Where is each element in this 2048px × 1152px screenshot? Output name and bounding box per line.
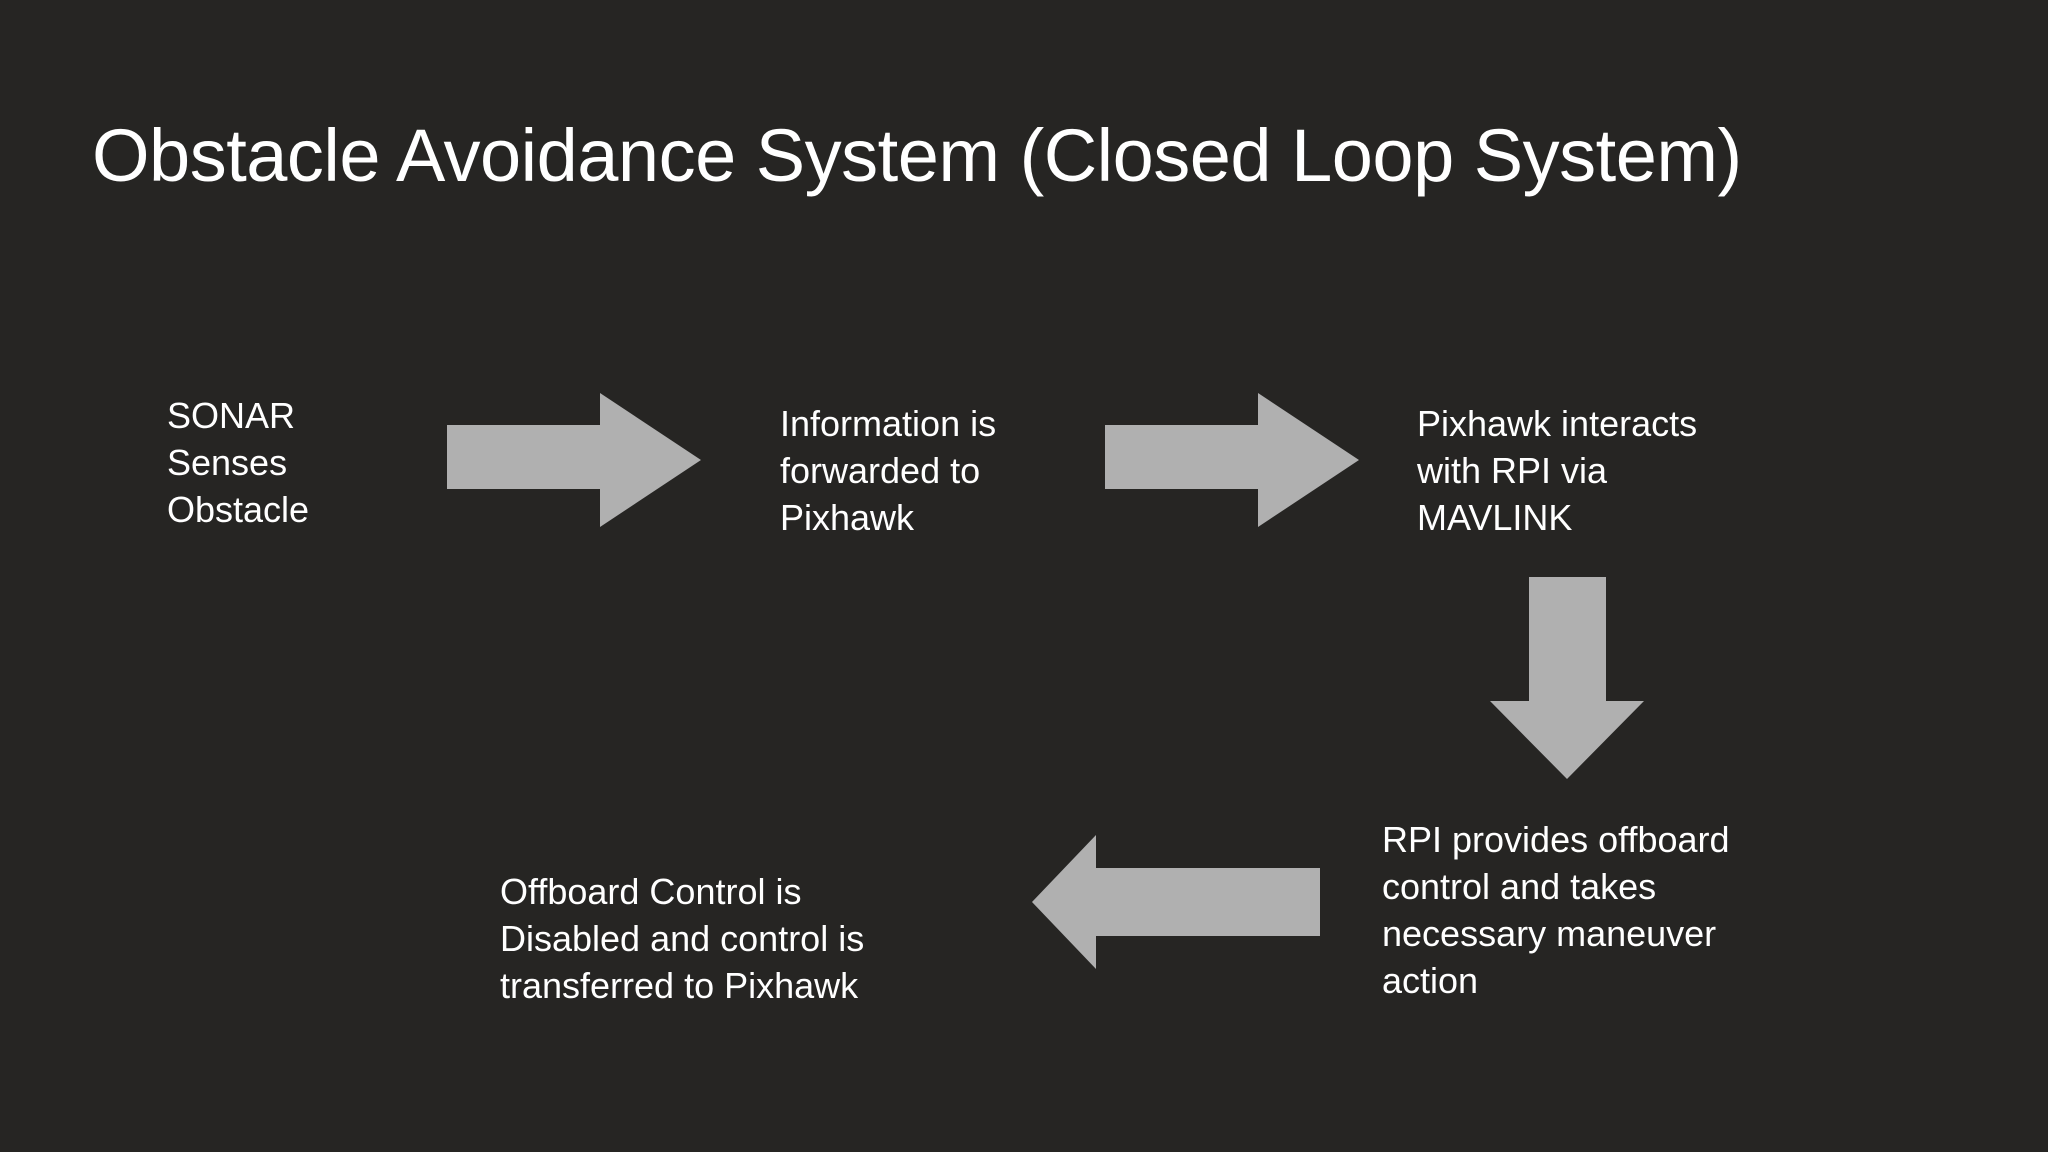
arrow-right-icon-information-to-pixhawk [1105, 393, 1359, 527]
flow-node-pixhawk: Pixhawk interacts with RPI via MAVLINK [1417, 403, 1698, 538]
flow-node-rpi-offboard-control: RPI provides offboard control and takes … [1382, 819, 1730, 1001]
flow-node-sonar: SONAR Senses Obstacle [167, 395, 310, 530]
flow-node-offboard-control-disabled: Offboard Control is Disabled and control… [500, 871, 865, 1006]
arrow-right-icon-sonar-to-information [447, 393, 701, 527]
flow-node-information: Information is forwarded to Pixhawk [780, 403, 997, 538]
arrow-left-icon-rpi-to-offboard-disabled [1032, 835, 1320, 969]
arrow-down-icon-pixhawk-to-rpi [1490, 577, 1644, 779]
page-title: Obstacle Avoidance System (Closed Loop S… [92, 114, 1742, 197]
